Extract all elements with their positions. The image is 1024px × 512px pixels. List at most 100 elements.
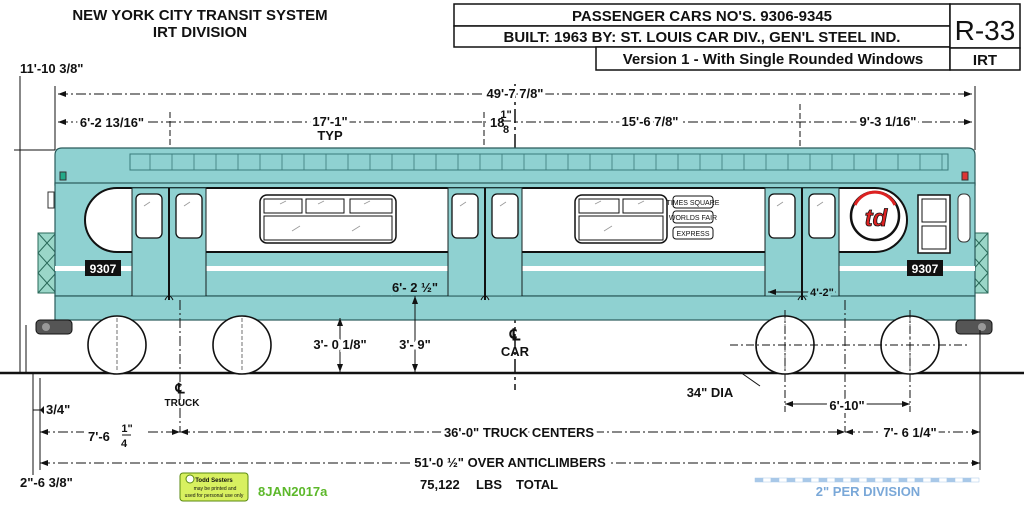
model-title: R-33 xyxy=(955,15,1016,46)
agency-title: NEW YORK CITY TRANSIT SYSTEM xyxy=(72,7,327,24)
scale-division xyxy=(826,477,836,483)
left-end-gate xyxy=(37,232,57,294)
division-title: IRT DIVISION xyxy=(153,24,247,41)
bottom-dimensions xyxy=(40,330,981,470)
scale-division xyxy=(834,477,844,483)
scale-division xyxy=(866,477,876,483)
truck-centerline-label: TRUCK xyxy=(165,398,201,409)
center-offset-den: 8 xyxy=(503,124,509,136)
scale-division xyxy=(770,477,780,483)
scale-division xyxy=(914,477,924,483)
car-underframe xyxy=(54,295,976,321)
truck-centerline-symbol: ℄ TRUCK xyxy=(165,380,201,409)
center-offset-num: 1" xyxy=(500,109,511,121)
scale-division xyxy=(954,477,964,483)
scale-division xyxy=(762,477,772,483)
left-overhang-label: 7'-6 1" 4 xyxy=(84,423,148,450)
wheelbase-label: 6'-10" xyxy=(829,398,864,413)
sign-times-square: TIMES SQUARE xyxy=(667,200,720,207)
scale-division xyxy=(922,477,932,483)
revision-date: 8JAN2017a xyxy=(258,484,328,499)
scale-division xyxy=(818,477,828,483)
wheel xyxy=(212,315,272,375)
door-pairs xyxy=(131,187,840,301)
cars-title: PASSENGER CARS NO'S. 9306-9345 xyxy=(572,8,832,25)
door-pair xyxy=(131,187,207,301)
left-marker-light xyxy=(59,171,67,181)
door-pair xyxy=(447,187,523,301)
roof-vent-strip xyxy=(129,153,949,171)
sign-worlds-fair: WORLDS FAIR xyxy=(669,215,717,222)
left-end-window xyxy=(47,191,55,209)
over-anticlimbers-label: 51'-0 ½" OVER ANTICLIMBERS xyxy=(414,455,606,470)
credit-badge: Todd Sesters may be printed and used for… xyxy=(179,472,249,502)
window-group-left xyxy=(259,194,397,244)
left-vertical-dims xyxy=(14,76,55,475)
car-centerline-symbol: ℄ CAR xyxy=(501,327,530,359)
left-coupler xyxy=(35,319,73,335)
scale-division xyxy=(842,477,852,483)
top-arrowheads xyxy=(58,91,972,125)
scale-division xyxy=(946,477,956,483)
sign-express: EXPRESS xyxy=(676,231,709,238)
right-overhang-label: 7'- 6 1/4" xyxy=(883,425,936,440)
door-pair xyxy=(764,187,840,301)
built-title: BUILT: 1963 BY: ST. LOUIS CAR DIV., GEN'… xyxy=(504,29,901,46)
header: NEW YORK CITY TRANSIT SYSTEM IRT DIVISIO… xyxy=(72,3,1021,71)
car-body: TIMES SQUARE WORLDS FAIR EXPRESS td 9307… xyxy=(35,147,993,335)
scale-label: 2" PER DIVISION xyxy=(816,484,920,499)
weight-unit: LBS xyxy=(476,477,502,492)
destination-signs: TIMES SQUARE WORLDS FAIR EXPRESS xyxy=(667,195,720,240)
scale-division xyxy=(890,477,900,483)
truck-centerlines xyxy=(179,300,846,432)
truck-centers-label: 36'-0" TRUCK CENTERS xyxy=(444,425,594,440)
car-number-left: 9307 xyxy=(90,262,117,276)
scale-division xyxy=(970,477,980,483)
scale-division xyxy=(898,477,908,483)
mid-dimensions xyxy=(339,291,910,405)
scale-division xyxy=(930,477,940,483)
line-box xyxy=(949,47,1021,71)
logo-text: td xyxy=(865,205,889,232)
wheel-dia-label: 34" DIA xyxy=(687,385,734,400)
td-logo: td xyxy=(849,190,901,242)
mid-arrowheads xyxy=(337,289,910,407)
scale-division xyxy=(906,477,916,483)
left-overhang-num: 1" xyxy=(121,423,132,435)
car-number-right-plate xyxy=(907,260,943,276)
scale-division xyxy=(850,477,860,483)
center-offset-whole: 18 xyxy=(490,115,504,130)
truck-centerline-glyph: ℄ xyxy=(175,380,186,396)
roof-vent-dividers xyxy=(149,154,943,170)
car-number-left-plate xyxy=(85,260,121,276)
line-title: IRT xyxy=(973,52,997,69)
window-group-right xyxy=(574,194,668,244)
right-end-window xyxy=(957,193,971,243)
height-total-label: 11'-10 3/8" xyxy=(20,61,83,76)
end-to-door-label: 6'-2 13/16" xyxy=(80,115,144,130)
right-coupler xyxy=(955,319,993,335)
scale-division xyxy=(802,477,812,483)
center-offset-label: 18 1" 8 xyxy=(486,108,514,136)
end-storm-window xyxy=(917,194,951,254)
scale-division xyxy=(778,477,788,483)
car-centerline-label: CAR xyxy=(501,344,530,359)
left-gap-label: 3/4" xyxy=(46,402,70,417)
coupler-height-label: 2"-6 3/8" xyxy=(20,475,73,490)
car-centerline-glyph: ℄ xyxy=(509,327,521,344)
left-overhang-whole: 7'-6 xyxy=(88,429,110,444)
door-spacing-label: 17'-1" xyxy=(312,114,347,129)
left-overhang-den: 4 xyxy=(121,438,128,450)
scale-division xyxy=(962,477,972,483)
floor-height-label: 6'- 2 ½" xyxy=(392,280,438,295)
car-roof xyxy=(54,147,976,186)
credit-name: Todd Sesters xyxy=(195,478,233,484)
floor-to-rail-label: 3'- 9" xyxy=(399,337,431,352)
bottom-arrowheads xyxy=(40,406,980,466)
scale-division xyxy=(794,477,804,483)
weight-value: 75,122 xyxy=(420,477,460,492)
end-span-label: 9'-3 1/16" xyxy=(860,114,917,129)
door-width-label: 4'-2" xyxy=(810,287,834,299)
